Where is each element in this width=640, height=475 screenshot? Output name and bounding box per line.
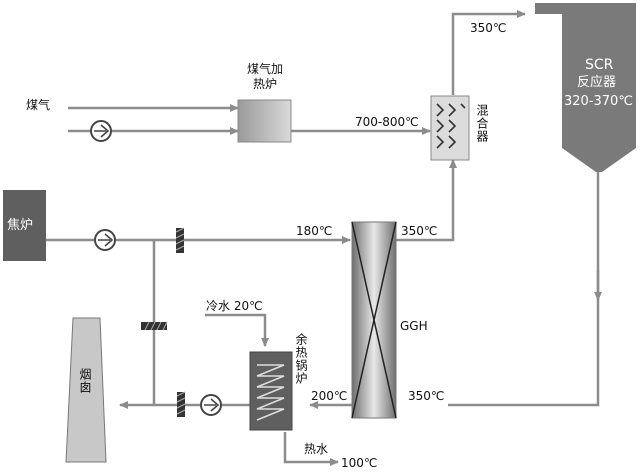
coke-oven-box: [3, 190, 46, 261]
scr-temp-label: 320-370℃: [564, 94, 633, 109]
coal-gas-label: 煤气: [26, 98, 51, 112]
coke-oven-label: 焦炉: [7, 218, 34, 233]
ggh-heat-exchanger: [351, 221, 397, 419]
hot-water-temp-label: 100℃: [341, 456, 378, 470]
damper-bottom: [176, 391, 186, 417]
scr-sub-label: 反应器: [577, 75, 617, 90]
waste-heat-boiler-box: [249, 351, 293, 431]
temp-350-bottom: 350℃: [408, 389, 445, 403]
cold-water-line: [205, 313, 269, 347]
scr-title-label: SCR: [585, 57, 614, 73]
ggh-to-mixer-line: [396, 159, 457, 242]
pump-coke-oven: [94, 229, 116, 251]
temp-350-mid: 350℃: [401, 224, 438, 238]
mixer-box: [430, 95, 470, 161]
temp-180: 180℃: [296, 224, 333, 238]
damper-top: [175, 227, 185, 253]
damper-bypass: [141, 321, 168, 331]
temp-700-800: 700-800℃: [355, 115, 419, 129]
pipelines: [46, 10, 602, 466]
mixer-to-scr-line: [451, 10, 526, 95]
pump-chimney: [200, 394, 222, 416]
pump-coal-gas: [90, 120, 112, 142]
temp-200: 200℃: [311, 389, 348, 403]
gas-heater-label: 煤气加热炉: [247, 62, 284, 91]
gas-heater-box: [237, 99, 292, 143]
scr-reactor-body: [535, 3, 636, 172]
scr-outlet-line: [448, 172, 600, 407]
chimney-label: 烟囱: [78, 368, 92, 394]
hot-water-line: [283, 432, 339, 466]
ggh-label: GGH: [400, 319, 428, 333]
waste-heat-boiler-label: 余热锅炉: [294, 333, 308, 385]
temp-350-top: 350℃: [470, 21, 507, 35]
mixer-label: 混合器: [475, 104, 489, 143]
chimney-shape: [65, 317, 107, 463]
hot-water-label: 热水: [304, 442, 329, 456]
cold-water-label: 冷水 20℃: [206, 299, 263, 313]
